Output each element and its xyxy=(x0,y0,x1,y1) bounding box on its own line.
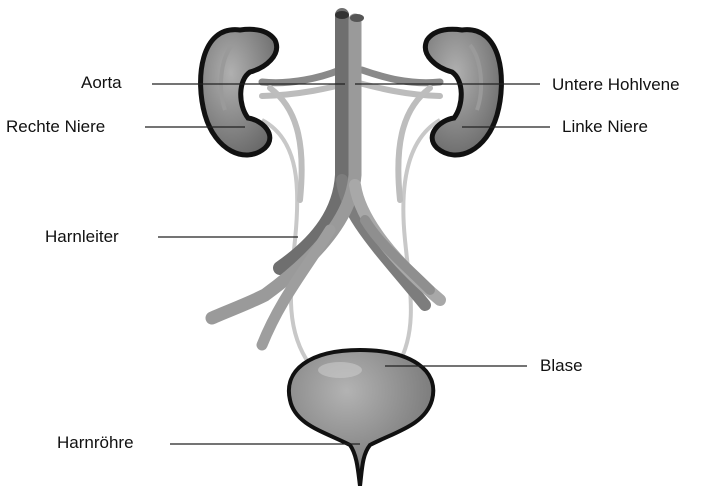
label-rechte-niere: Rechte Niere xyxy=(6,117,105,137)
label-aorta: Aorta xyxy=(81,73,122,93)
label-blase: Blase xyxy=(540,356,583,376)
label-harnleiter: Harnleiter xyxy=(45,227,119,247)
label-linke-niere: Linke Niere xyxy=(562,117,648,137)
left-kidney xyxy=(425,29,501,155)
right-kidney xyxy=(201,29,277,155)
label-harnroehre: Harnröhre xyxy=(57,433,134,453)
label-untere-hohlvene: Untere Hohlvene xyxy=(552,75,680,95)
bladder xyxy=(289,350,433,486)
left-ureter xyxy=(398,120,440,365)
